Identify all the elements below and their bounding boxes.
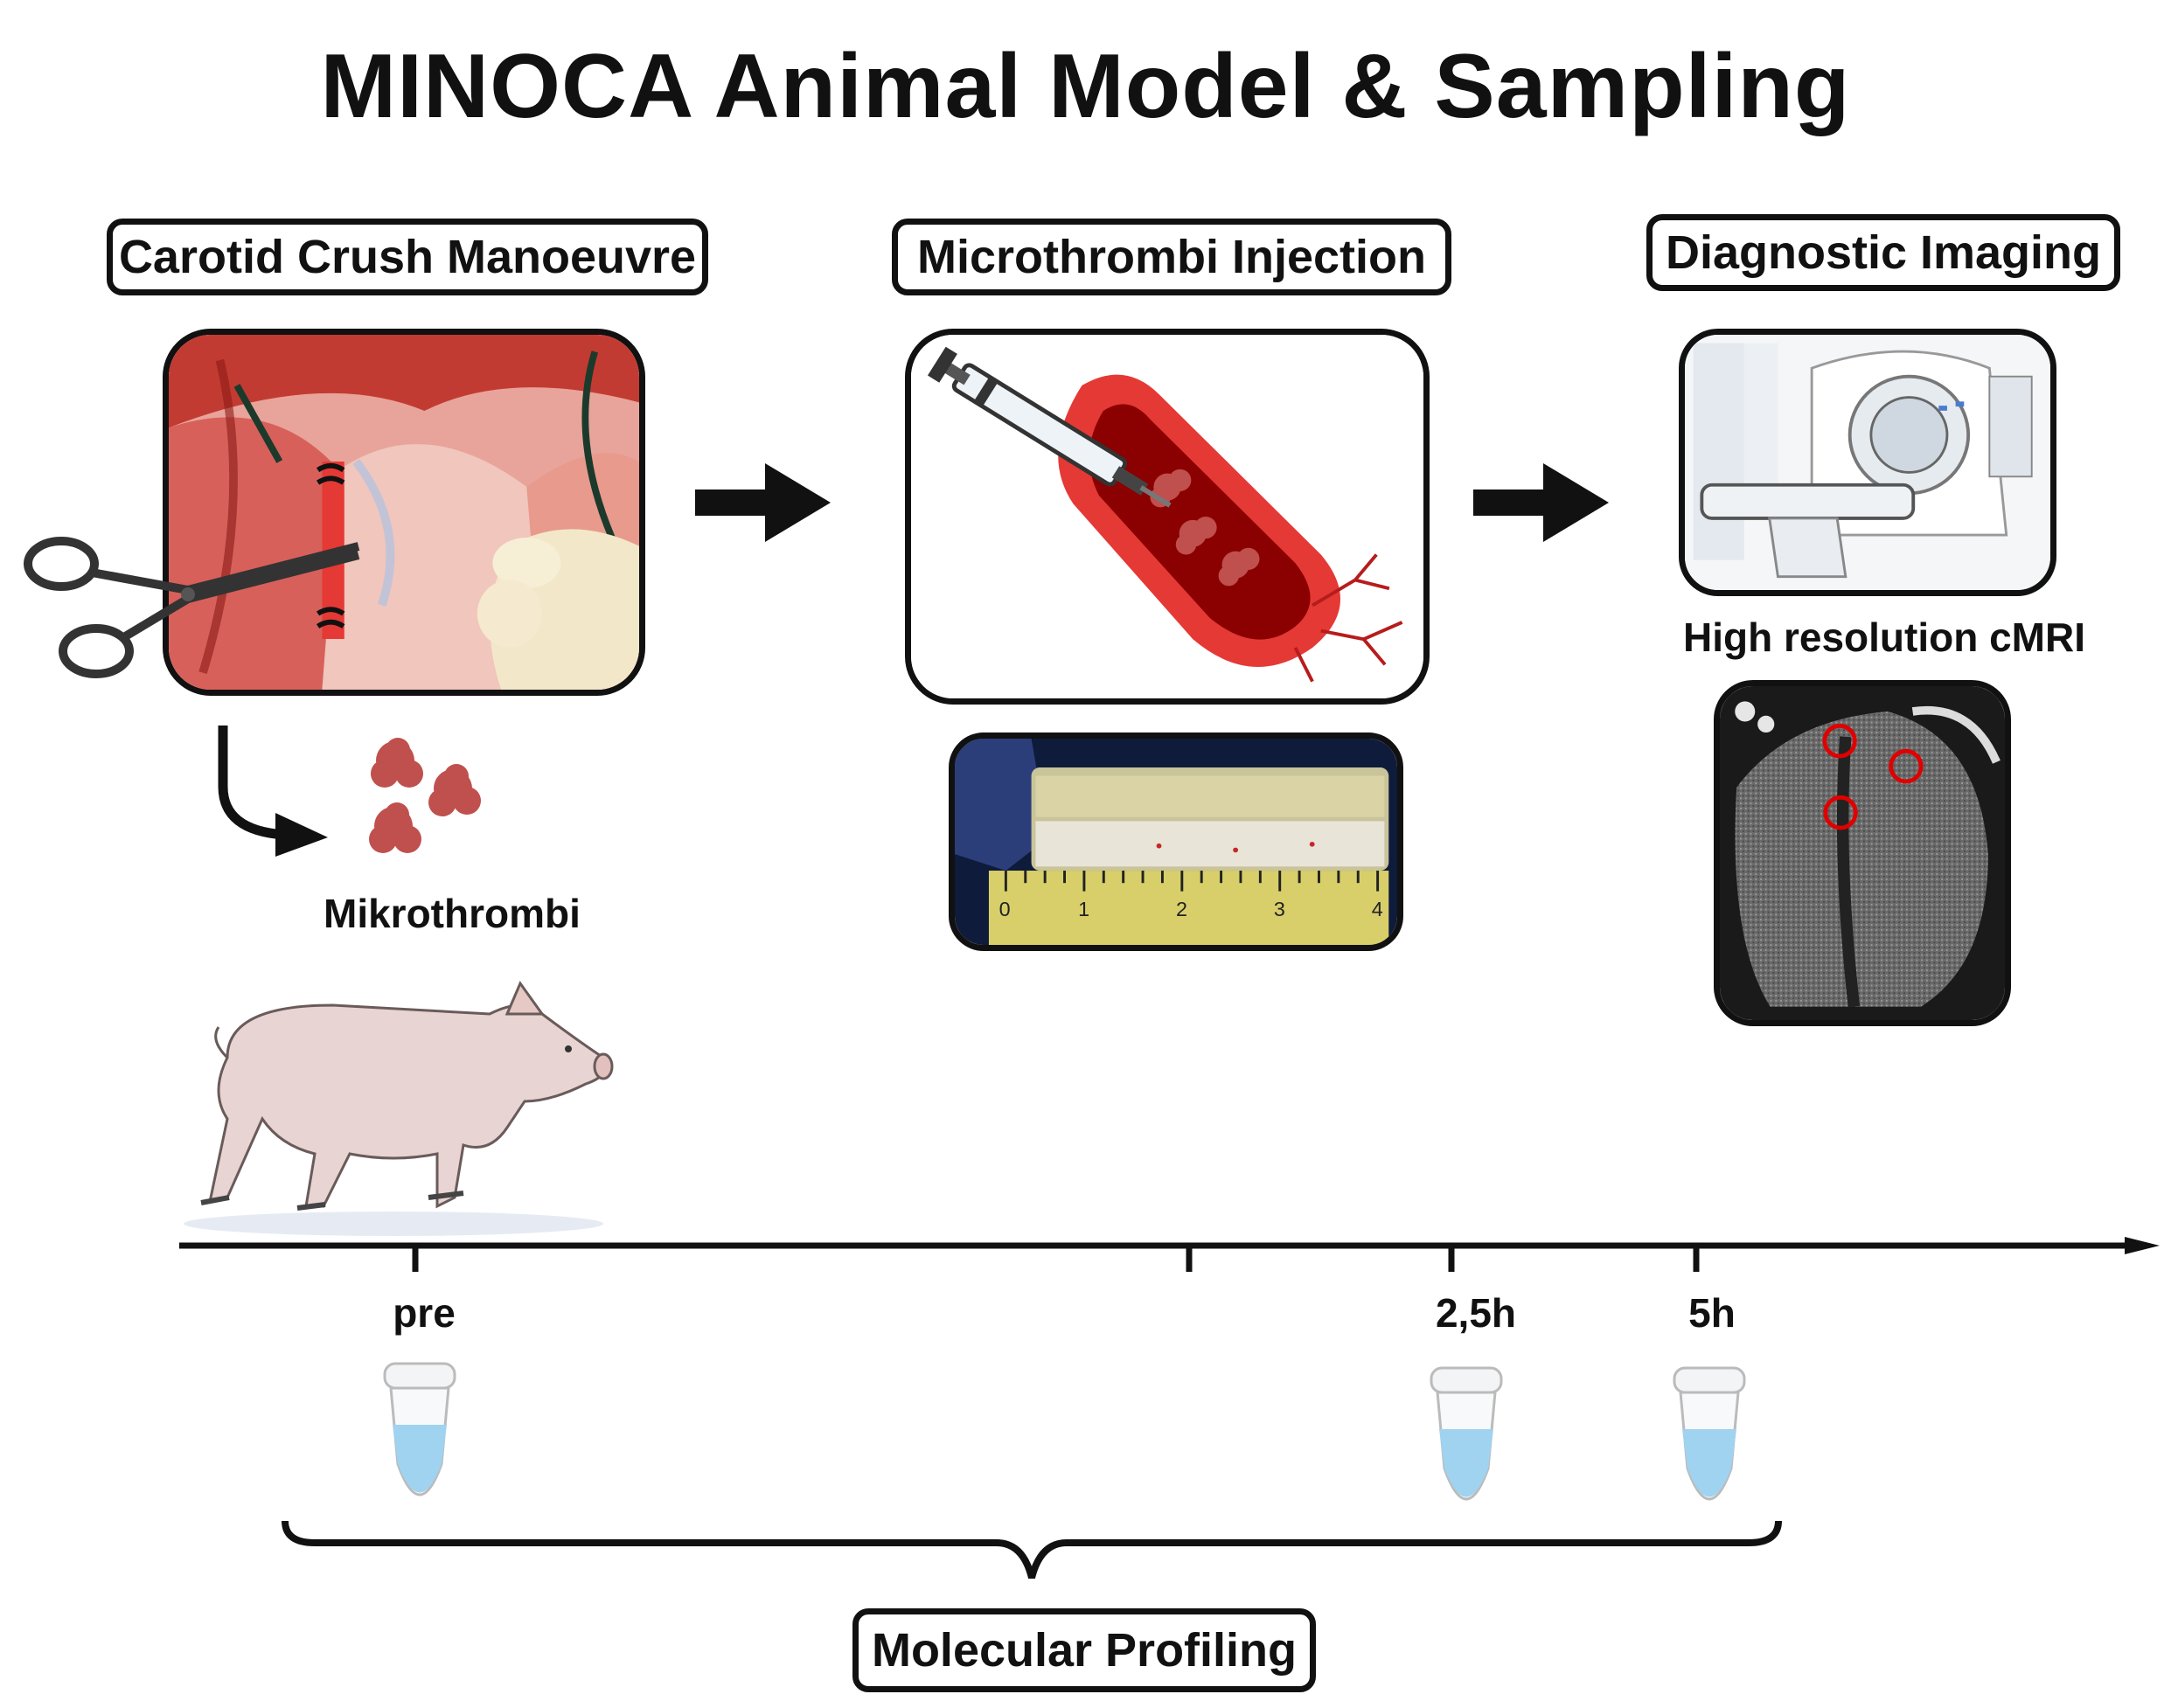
ruler-digit: 4 xyxy=(1372,898,1383,920)
figure-title: MINOCA Animal Model & Sampling xyxy=(320,36,1851,137)
timeline-label-pre: pre xyxy=(393,1290,456,1336)
timeline-label-5h: 5h xyxy=(1688,1290,1736,1336)
syringe-photo: 0 1 2 3 4 xyxy=(949,732,1403,951)
step-label-microthrombi-injection: Microthrombi Injection xyxy=(892,219,1451,295)
right-arrow-icon xyxy=(1473,463,1609,542)
step-label-diagnostic-imaging: Diagnostic Imaging xyxy=(1646,214,2120,291)
mikrothrombi-label: Mikrothrombi xyxy=(324,891,581,936)
curved-arrow-icon xyxy=(205,726,337,857)
sample-tube-icon xyxy=(380,1359,459,1525)
ruler-digit: 2 xyxy=(1176,898,1187,920)
timeline-axis xyxy=(179,1237,2160,1281)
microthrombi-cluster-icon xyxy=(358,726,498,865)
carotid-surgery-image xyxy=(163,329,645,696)
mri-scanner-image xyxy=(1679,329,2056,596)
ruler-digit: 0 xyxy=(999,898,1011,920)
imaging-caption: High resolution cMRI xyxy=(1683,614,2085,660)
curly-brace-icon xyxy=(280,1517,1784,1582)
cmri-scan-image xyxy=(1714,680,2011,1026)
sample-tube-icon xyxy=(1670,1364,1749,1530)
pig-illustration xyxy=(175,979,630,1237)
step-label-carotid-crush: Carotid Crush Manoeuvre xyxy=(107,219,708,295)
ruler-digit: 1 xyxy=(1078,898,1089,920)
forceps-icon xyxy=(13,524,363,691)
molecular-profiling-label: Molecular Profiling xyxy=(852,1608,1316,1692)
microthrombi-injection-illustration xyxy=(905,329,1430,705)
ruler-digit: 3 xyxy=(1274,898,1285,920)
timeline-label-2-5h: 2,5h xyxy=(1435,1290,1517,1336)
sample-tube-icon xyxy=(1427,1364,1506,1530)
right-arrow-icon xyxy=(695,463,831,542)
